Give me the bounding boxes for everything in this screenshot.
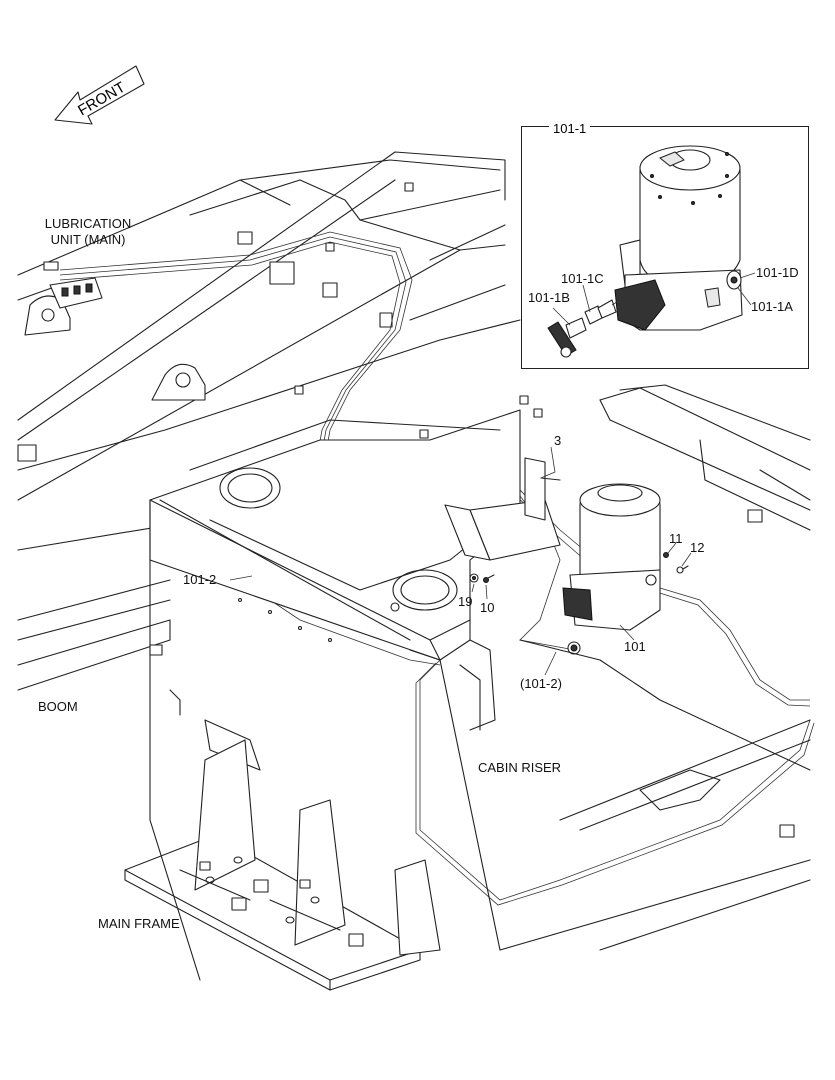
label-part-101-1d: 101-1D	[756, 265, 799, 280]
front-arrow-label: FRONT	[75, 79, 128, 120]
label-part-101-1c: 101-1C	[561, 271, 604, 286]
right-structures	[499, 384, 811, 951]
label-cabin-riser: CABIN RISER	[478, 760, 562, 775]
label-part-3: 3	[554, 433, 562, 448]
main-frame-bottom	[124, 739, 441, 991]
label-part-101-2-ref: (101-2)	[520, 676, 562, 691]
boom-structure	[17, 579, 181, 716]
label-part-10: 10	[480, 600, 495, 615]
detail-box-101-1	[521, 126, 809, 369]
lubrication-unit-main	[43, 261, 103, 309]
label-part-11: 11	[669, 531, 683, 546]
detail-leader-lines	[552, 272, 756, 326]
label-part-19: 19	[458, 594, 473, 609]
label-part-101-1b: 101-1B	[528, 290, 570, 305]
cabin-riser	[149, 409, 561, 981]
label-lubrication-unit: LUBRICATION UNIT (MAIN)	[44, 216, 132, 247]
detail-pump-drawing	[547, 145, 743, 358]
label-part-12: 12	[690, 540, 705, 555]
detail-title: 101-1	[549, 121, 591, 136]
front-arrow-icon: FRONT	[54, 65, 145, 125]
label-boom: BOOM	[38, 699, 78, 714]
label-part-101-2: 101-2	[183, 572, 217, 587]
label-part-101-1a: 101-1A	[751, 299, 793, 314]
label-part-101: 101	[624, 639, 646, 654]
label-main-frame: MAIN FRAME	[98, 916, 180, 931]
leader-lines	[229, 446, 692, 676]
pump-assembly-101	[469, 483, 689, 655]
